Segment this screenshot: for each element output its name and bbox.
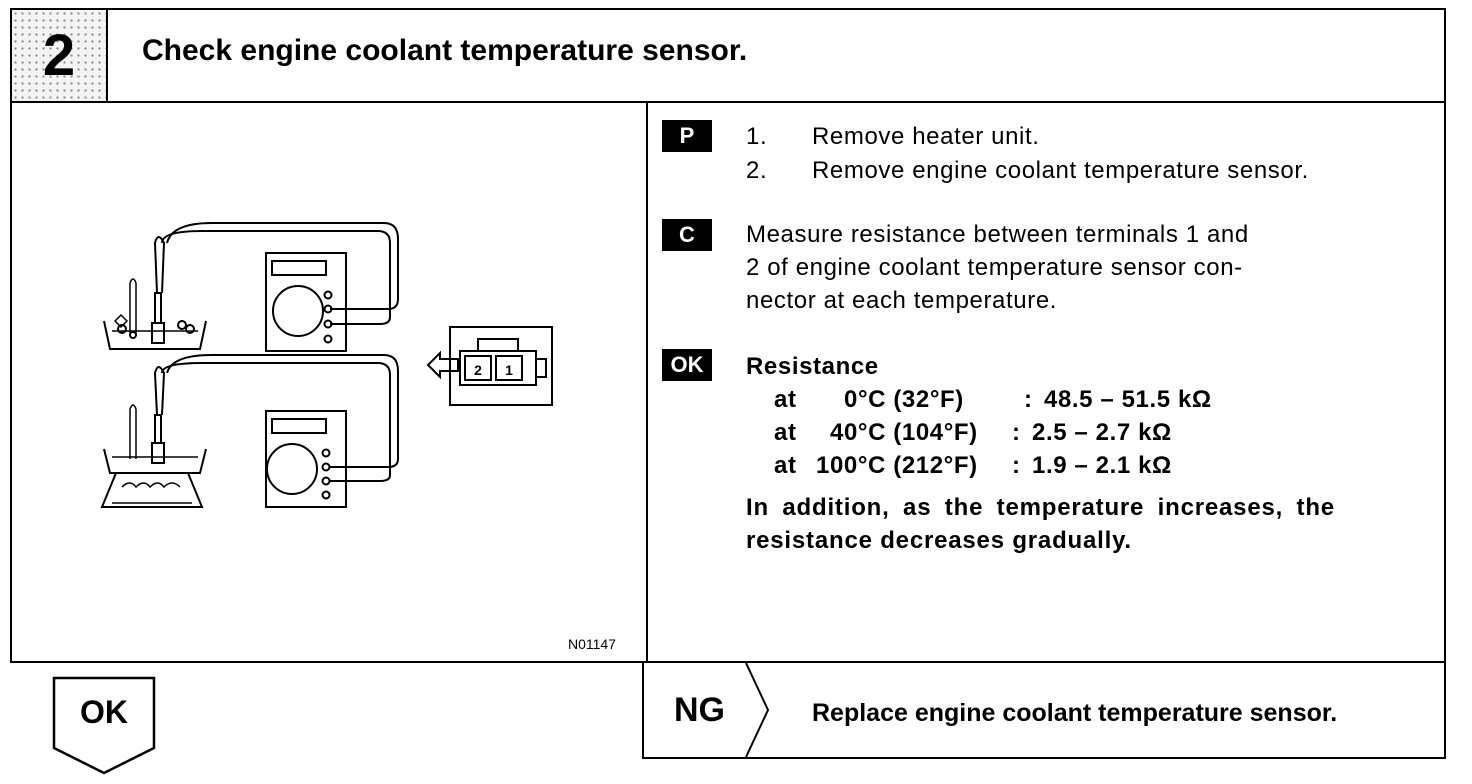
ng-action-text: Replace engine coolant temperature senso… bbox=[812, 699, 1338, 727]
spec-value: 2.5 – 2.7 kΩ bbox=[1032, 419, 1172, 446]
prep-step-text: Remove engine coolant temperature sensor… bbox=[812, 157, 1309, 184]
check-text-line: 2 of engine coolant temperature sensor c… bbox=[746, 254, 1243, 281]
ng-chevron-separator bbox=[745, 663, 770, 757]
check-text-line: Measure resistance between terminals 1 a… bbox=[746, 221, 1249, 248]
check-text-line: nector at each temperature. bbox=[746, 287, 1058, 314]
spec-temp: 100°C (212°F) bbox=[816, 452, 978, 479]
connector-terminal-1: 1 bbox=[505, 362, 513, 378]
prep-step-num: 1. bbox=[746, 123, 768, 150]
ok-result-tab bbox=[52, 676, 156, 775]
prep-step-text: Remove heater unit. bbox=[812, 123, 1040, 150]
connector-diagram: 2 1 bbox=[426, 326, 553, 406]
spec-value: 48.5 – 51.5 kΩ bbox=[1044, 386, 1212, 413]
sensor-test-illustration: 2 1 bbox=[100, 222, 553, 508]
connector-terminal-2: 2 bbox=[474, 362, 482, 378]
panel-divider bbox=[646, 103, 648, 661]
illustration-panel: 2 1 N01147 bbox=[12, 103, 646, 661]
content-panel: 2 1 N01147 P 1. Remove heater unit. 2. R… bbox=[10, 101, 1446, 663]
spec-temp: 0°C (32°F) bbox=[844, 386, 964, 413]
spec-at: at bbox=[774, 386, 797, 413]
spec-temp: 40°C (104°F) bbox=[830, 419, 978, 446]
figure-id: N01147 bbox=[568, 636, 617, 652]
resistance-heading: Resistance bbox=[746, 353, 879, 380]
spec-sep: : bbox=[1024, 386, 1033, 413]
spec-value: 1.9 – 2.1 kΩ bbox=[1032, 452, 1172, 479]
note-text: In addition, as the temperature increase… bbox=[746, 494, 1335, 521]
spec-at: at bbox=[774, 452, 797, 479]
hot-water-setup bbox=[100, 366, 207, 508]
prep-step-num: 2. bbox=[746, 157, 768, 184]
spec-at: at bbox=[774, 419, 797, 446]
step-number-box bbox=[12, 10, 108, 101]
step-number: 2 bbox=[42, 23, 76, 88]
ng-label: NG bbox=[674, 691, 725, 729]
ok-result-label: OK bbox=[80, 694, 128, 730]
spec-sep: : bbox=[1012, 452, 1021, 479]
step-title: Check engine coolant temperature sensor. bbox=[142, 34, 748, 67]
ok-badge: OK bbox=[662, 349, 712, 381]
spec-sep: : bbox=[1012, 419, 1021, 446]
note-line-2: resistance decreases gradually. bbox=[746, 527, 1132, 554]
note-line-1: In addition, as the temperature increase… bbox=[746, 494, 1412, 522]
ng-result-box: NG Replace engine coolant temperature se… bbox=[642, 661, 1446, 759]
check-badge: C bbox=[662, 219, 712, 251]
step-header: 2 Check engine coolant temperature senso… bbox=[10, 8, 1446, 103]
upper-ohmmeter bbox=[161, 222, 399, 352]
prep-badge: P bbox=[662, 120, 712, 152]
lower-ohmmeter bbox=[161, 354, 399, 508]
cold-water-setup bbox=[103, 236, 207, 350]
